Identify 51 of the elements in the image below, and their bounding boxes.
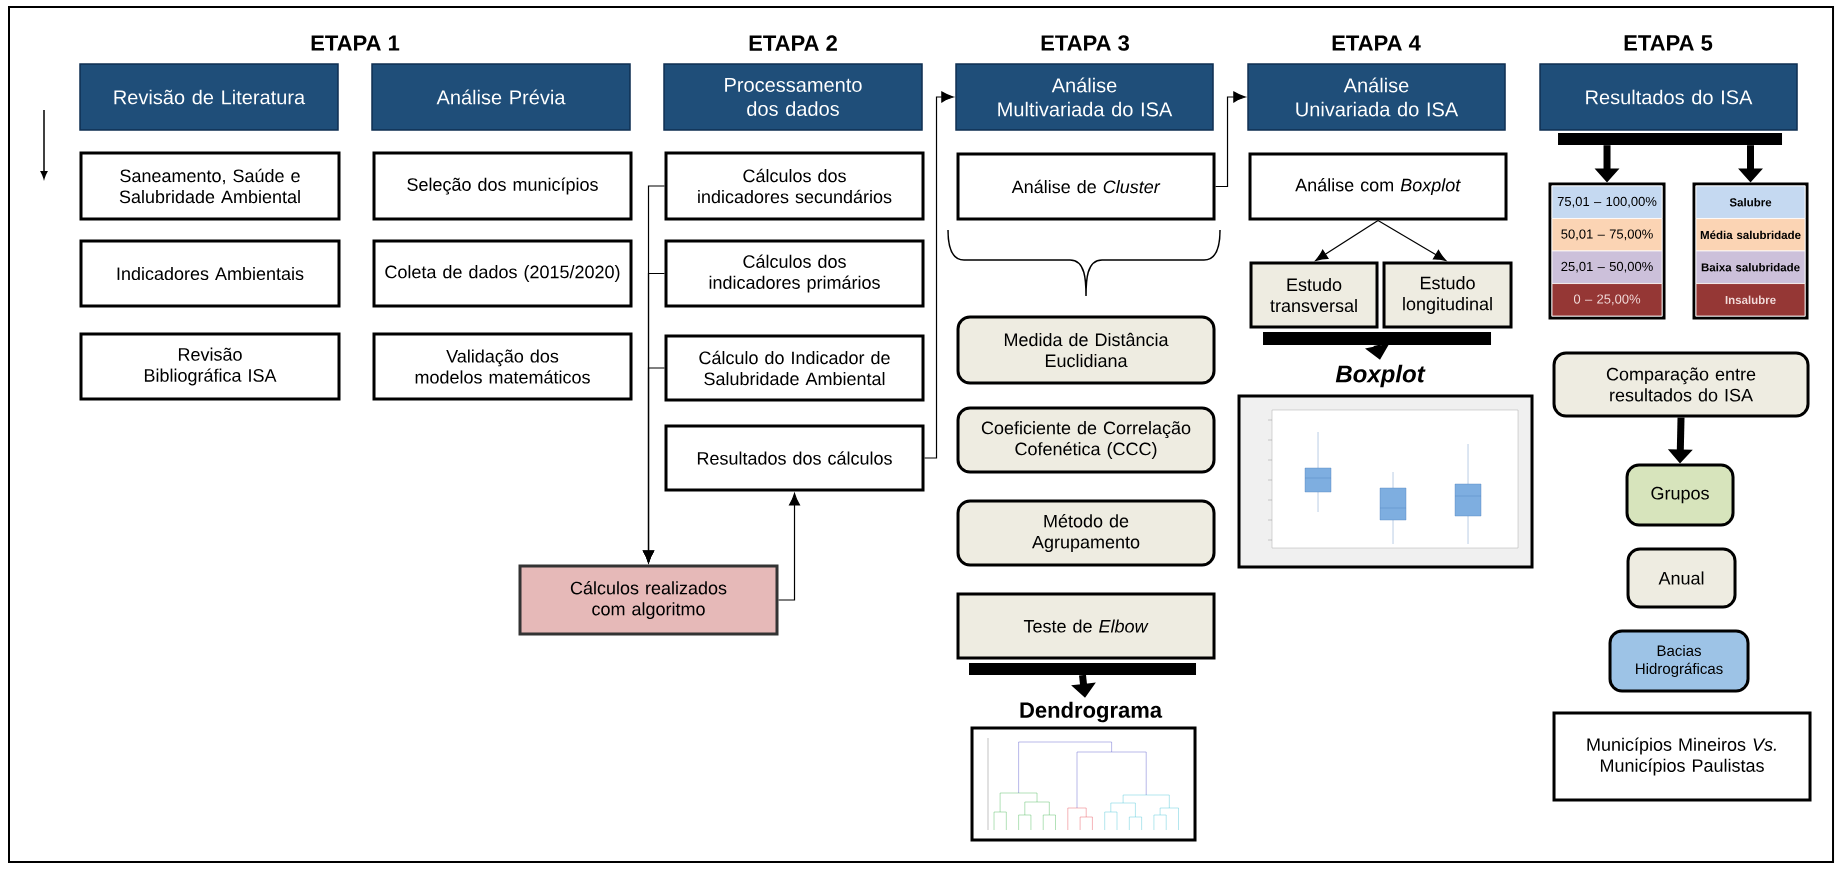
- arrow: [1377, 219, 1447, 261]
- arrow: [777, 493, 800, 601]
- table-cell: 50,01 – 75,00%: [1551, 218, 1663, 252]
- process-box: Indicadores Ambientais: [79, 239, 341, 308]
- rounded-box: Anual: [1626, 547, 1737, 609]
- rounded-box: Coeficiente de Correlação Cofenética (CCC): [956, 406, 1216, 474]
- stage-header: Processamento dos dados: [663, 63, 923, 131]
- process-box: Análise de Cluster: [956, 152, 1216, 221]
- rounded-box: Bacias Hidrográficas: [1608, 629, 1750, 693]
- table-cell: Insalubre: [1695, 283, 1806, 317]
- arrow: [923, 91, 954, 459]
- stage-header: Análise Prévia: [371, 63, 631, 131]
- scale-table: [1548, 182, 1666, 320]
- process-box: Cálculos realizados com algoritmo: [518, 564, 779, 636]
- process-box: Cálculos dos indicadores primários: [664, 239, 925, 308]
- arrow: [1214, 91, 1246, 188]
- stage-header: Resultados do ISA: [1539, 63, 1798, 131]
- merge-bar: [969, 663, 1196, 675]
- process-box: Seleção dos municípios: [372, 151, 633, 221]
- stage-header: Revisão de Literatura: [79, 63, 339, 131]
- table-cell: Média salubridade: [1695, 218, 1806, 252]
- process-box: Cálculos dos indicadores secundários: [664, 151, 925, 221]
- stage-header: Análise Univariada do ISA: [1247, 63, 1506, 131]
- process-box: Saneamento, Saúde e Salubridade Ambiental: [79, 151, 341, 221]
- scale-table: [1692, 182, 1809, 320]
- merge-bar: [1558, 133, 1783, 145]
- process-box: Municípios Mineiros Vs. Municípios Paulistas: [1552, 711, 1812, 802]
- table-cell: 25,01 – 50,00%: [1551, 250, 1663, 284]
- arrow: [1315, 219, 1379, 261]
- stage-title: ETAPA 1: [311, 35, 400, 51]
- process-box: Estudo transversal: [1249, 261, 1379, 329]
- arrow: [643, 367, 666, 563]
- process-box: Cálculo do Indicador de Salubridade Ambiental: [664, 334, 925, 402]
- process-box: Estudo longitudinal: [1382, 261, 1513, 329]
- table-cell: 0 – 25,00%: [1551, 283, 1663, 317]
- process-box: Coleta de dados (2015/2020): [372, 239, 633, 308]
- table-cell: Salubre: [1695, 185, 1806, 219]
- process-box: Teste de Elbow: [956, 592, 1216, 660]
- rounded-box: Grupos: [1625, 463, 1735, 527]
- section-label: Dendrograma: [1020, 701, 1163, 723]
- table-cell: Baixa salubridade: [1695, 250, 1806, 284]
- rounded-box: Comparação entre resultados do ISA: [1552, 351, 1810, 418]
- table-cell: 75,01 – 100,00%: [1551, 185, 1663, 219]
- process-box: Revisão Bibliográfica ISA: [79, 332, 341, 401]
- section-label: Boxplot: [1335, 364, 1426, 388]
- stage-header: Análise Multivariada do ISA: [955, 63, 1214, 131]
- rounded-box: Método de Agrupamento: [956, 499, 1216, 567]
- rounded-box: Medida de Distância Euclidiana: [956, 315, 1216, 385]
- process-box: Análise com Boxplot: [1248, 152, 1508, 221]
- process-box: Resultados dos cálculos: [664, 424, 925, 492]
- process-box: Validação dos modelos matemáticos: [372, 332, 633, 401]
